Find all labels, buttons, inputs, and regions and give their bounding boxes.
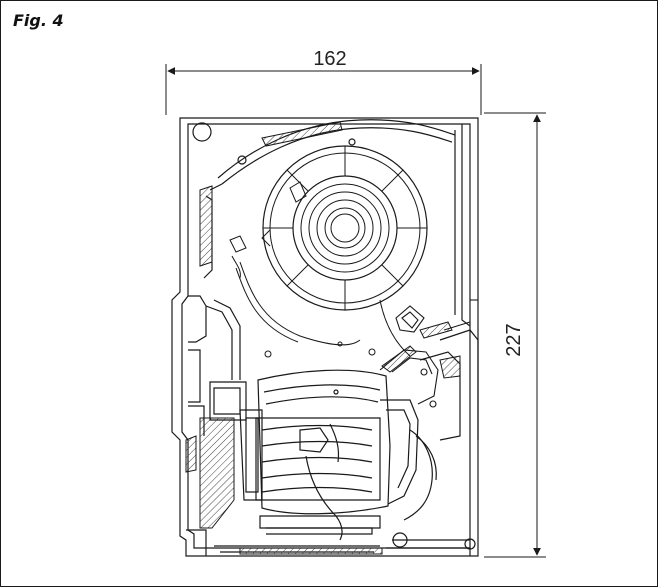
width-label: 162 xyxy=(313,48,346,70)
cassette-housing xyxy=(171,117,479,557)
fabric-path xyxy=(229,235,411,358)
figure-label: Fig. 4 xyxy=(13,11,64,30)
height-label: 227 xyxy=(503,323,525,356)
cover-arc xyxy=(203,119,456,279)
height-dimension: 227 xyxy=(484,112,546,558)
width-dimension: 162 xyxy=(165,48,482,115)
side-profile xyxy=(188,295,247,436)
motor-assembly xyxy=(239,369,437,541)
bracket-detail xyxy=(379,299,478,408)
hatched-sections xyxy=(185,121,461,555)
roller-tube xyxy=(261,145,428,311)
